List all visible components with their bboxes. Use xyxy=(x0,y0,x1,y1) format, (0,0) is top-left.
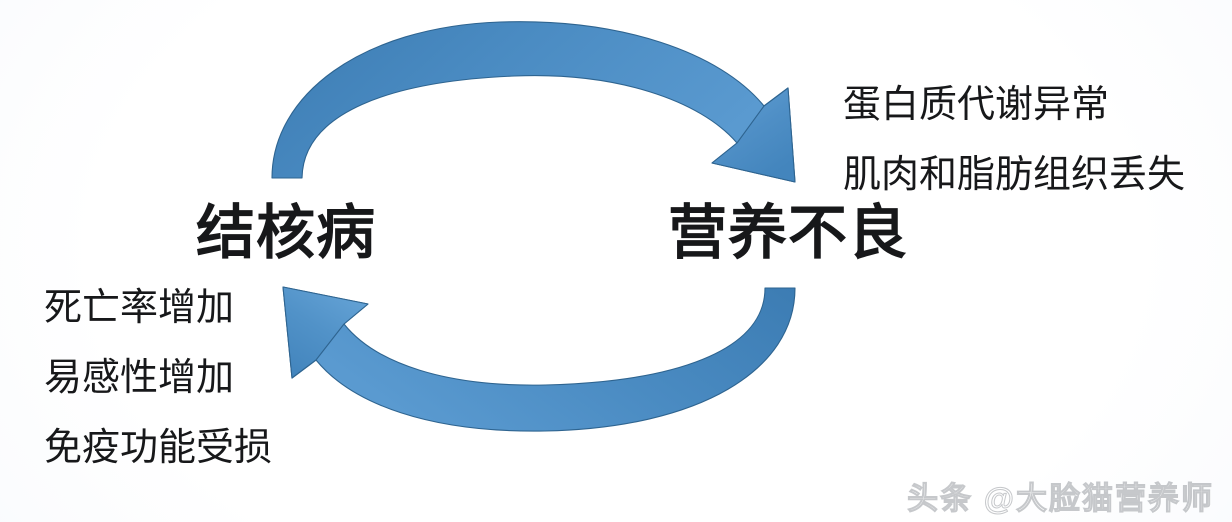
effects-list-right: 蛋白质代谢异常 肌肉和脂肪组织丢失 xyxy=(843,86,1185,226)
node-label-malnutrition: 营养不良 xyxy=(668,200,909,266)
node-label-tuberculosis: 结核病 xyxy=(196,200,377,266)
watermark: 头条 @大脸猫营养师 xyxy=(907,481,1214,516)
effect-item: 易感性增加 xyxy=(44,357,235,399)
arrow-tb-to-malnutrition xyxy=(271,21,796,183)
effect-item: 肌肉和脂肪组织丢失 xyxy=(843,154,1186,196)
arrow-malnutrition-to-tb xyxy=(282,286,796,432)
effects-list-left: 死亡率增加 易感性增加 免疫功能受损 xyxy=(44,289,272,499)
effect-item: 死亡率增加 xyxy=(44,287,235,329)
effect-item: 蛋白质代谢异常 xyxy=(843,84,1110,126)
effect-item: 免疫功能受损 xyxy=(44,427,273,469)
